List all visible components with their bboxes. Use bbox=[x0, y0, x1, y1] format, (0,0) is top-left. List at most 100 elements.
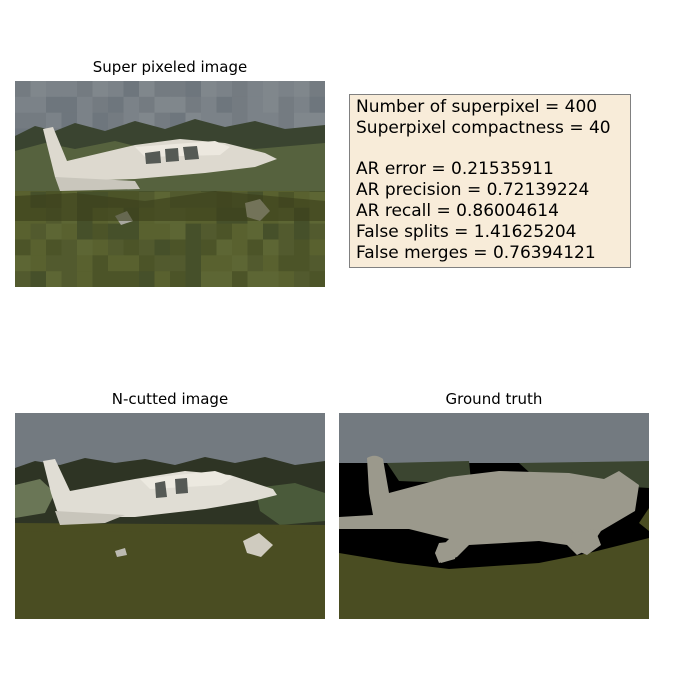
superpixel-cell bbox=[77, 271, 94, 287]
superpixel-cell bbox=[185, 239, 202, 256]
superpixel-cell bbox=[123, 271, 140, 287]
superpixel-cell bbox=[108, 112, 125, 130]
superpixel-cell bbox=[46, 112, 63, 130]
superpixel-cell bbox=[30, 96, 47, 114]
superpixel-cell bbox=[216, 81, 233, 98]
superpixel-cell bbox=[108, 255, 125, 272]
superpixel-cell bbox=[123, 81, 140, 98]
superpixel-cell bbox=[309, 223, 325, 240]
superpixel-cell bbox=[263, 223, 280, 240]
false-splits-text: False splits = 1.41625204 bbox=[356, 221, 577, 242]
superpixel-cell bbox=[139, 81, 156, 98]
superpixel-cell bbox=[263, 255, 280, 272]
superpixel-cell bbox=[201, 223, 218, 240]
superpixel-image-title: Super pixeled image bbox=[92, 58, 248, 76]
superpixel-cell bbox=[77, 96, 94, 114]
superpixel-cell bbox=[309, 255, 325, 272]
superpixel-cell bbox=[294, 239, 311, 256]
superpixel-cell bbox=[30, 239, 47, 256]
superpixel-cell bbox=[247, 96, 264, 114]
superpixel-cell bbox=[30, 81, 47, 98]
superpixel-cell bbox=[46, 271, 63, 287]
superpixel-cell bbox=[201, 81, 218, 98]
superpixel-cell bbox=[154, 112, 171, 130]
superpixel-cell bbox=[216, 96, 233, 114]
superpixel-cell bbox=[92, 81, 109, 98]
superpixel-cell bbox=[309, 239, 325, 256]
superpixel-cell bbox=[92, 255, 109, 272]
superpixel-cell bbox=[139, 96, 156, 114]
superpixel-cell bbox=[154, 255, 171, 272]
superpixel-cell bbox=[15, 239, 32, 256]
superpixel-cell bbox=[216, 112, 233, 130]
segmentation-stats-box: Number of superpixel = 400 Superpixel co… bbox=[349, 94, 631, 268]
superpixel-cell bbox=[278, 81, 295, 98]
superpixel-cell bbox=[154, 81, 171, 98]
superpixel-cell bbox=[294, 271, 311, 287]
superpixel-cell bbox=[15, 255, 32, 272]
superpixel-cell bbox=[232, 223, 249, 240]
superpixel-cell bbox=[170, 96, 187, 114]
superpixel-cell bbox=[61, 223, 78, 240]
superpixel-cell bbox=[278, 96, 295, 114]
superpixel-cell bbox=[232, 96, 249, 114]
superpixel-cell bbox=[263, 239, 280, 256]
superpixel-cell bbox=[139, 255, 156, 272]
superpixel-cell bbox=[154, 223, 171, 240]
superpixel-cell bbox=[247, 239, 264, 256]
compactness-text: Superpixel compactness = 40 bbox=[356, 117, 611, 138]
superpixel-cell bbox=[77, 255, 94, 272]
superpixel-cell bbox=[185, 223, 202, 240]
superpixel-cell bbox=[309, 112, 325, 130]
superpixel-cell bbox=[170, 223, 187, 240]
superpixel-cell bbox=[201, 96, 218, 114]
superpixel-cell bbox=[154, 96, 171, 114]
superpixel-cell bbox=[77, 223, 94, 240]
superpixel-cell bbox=[294, 223, 311, 240]
ncut-image bbox=[15, 413, 325, 619]
superpixel-cell bbox=[92, 271, 109, 287]
superpixel-cell bbox=[294, 255, 311, 272]
superpixel-cell bbox=[61, 255, 78, 272]
superpixel-cell bbox=[139, 223, 156, 240]
superpixel-cell bbox=[15, 81, 32, 98]
ground-truth-image bbox=[339, 413, 649, 619]
superpixel-cell bbox=[247, 271, 264, 287]
superpixel-cell bbox=[61, 96, 78, 114]
superpixel-cell bbox=[139, 271, 156, 287]
superpixel-cell bbox=[278, 223, 295, 240]
superpixel-cell bbox=[92, 112, 109, 130]
superpixel-cell bbox=[309, 81, 325, 98]
superpixel-cell bbox=[294, 112, 311, 130]
superpixel-cell bbox=[294, 96, 311, 114]
superpixel-cell bbox=[30, 255, 47, 272]
superpixel-cell bbox=[92, 96, 109, 114]
superpixel-cell bbox=[61, 81, 78, 98]
superpixel-cell bbox=[108, 271, 125, 287]
superpixel-cell bbox=[263, 96, 280, 114]
superpixel-cell bbox=[201, 255, 218, 272]
superpixel-cell bbox=[30, 223, 47, 240]
superpixel-cell bbox=[154, 271, 171, 287]
superpixel-cell bbox=[247, 223, 264, 240]
superpixel-cell bbox=[278, 239, 295, 256]
superpixel-cell bbox=[309, 271, 325, 287]
superpixel-cell bbox=[232, 255, 249, 272]
ar-error-text: AR error = 0.21535911 bbox=[356, 159, 554, 180]
superpixel-cell bbox=[108, 81, 125, 98]
superpixel-cell bbox=[77, 239, 94, 256]
superpixel-cell bbox=[30, 112, 47, 130]
superpixel-cell bbox=[108, 239, 125, 256]
superpixel-cell bbox=[92, 223, 109, 240]
superpixel-cell bbox=[263, 81, 280, 98]
superpixel-cell bbox=[15, 271, 32, 287]
superpixel-cell bbox=[170, 239, 187, 256]
superpixel-cell bbox=[232, 81, 249, 98]
superpixel-cell bbox=[201, 271, 218, 287]
superpixel-cell bbox=[123, 239, 140, 256]
superpixel-cell bbox=[30, 271, 47, 287]
superpixel-cell bbox=[232, 271, 249, 287]
superpixel-cell bbox=[123, 255, 140, 272]
superpixel-cell bbox=[216, 223, 233, 240]
superpixel-cell bbox=[154, 239, 171, 256]
